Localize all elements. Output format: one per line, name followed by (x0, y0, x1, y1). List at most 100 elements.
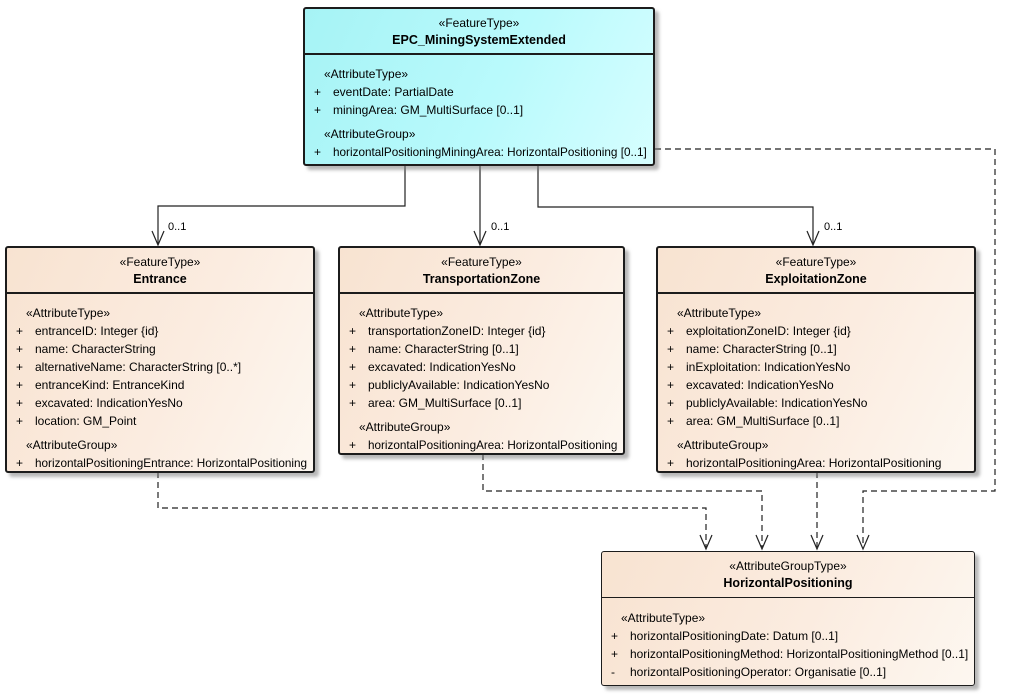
attribute-row: + horizontalPositioningMiningArea: Horiz… (305, 143, 650, 161)
class-name: TransportationZone (422, 272, 541, 286)
class-stereotype: «FeatureType» (775, 255, 857, 269)
class-box-entrance[interactable]: «FeatureType» Entrance «AttributeType» +… (5, 246, 315, 473)
arrowhead-transportationzone (473, 230, 487, 247)
attribute-row: + name: CharacterString (7, 340, 310, 358)
attribute-text: horizontalPositioningOperator: Organisat… (630, 665, 887, 679)
attribute-row: + miningArea: GM_MultiSurface [0..1] (305, 101, 650, 119)
section-label: «AttributeType» (324, 67, 409, 81)
attribute-text: location: GM_Point (35, 414, 137, 428)
multiplicity-label-exploitationzone: 0..1 (824, 221, 843, 233)
attribute-text: inExploitation: IndicationYesNo (686, 360, 851, 374)
dependency-from-transportationzone (482, 454, 763, 547)
attribute-row: + entranceKind: EntranceKind (7, 376, 310, 394)
class-box-epc-miningsystemextended[interactable]: «FeatureType» EPC_MiningSystemExtended «… (303, 7, 655, 166)
attribute-text: excavated: IndicationYesNo (35, 396, 183, 410)
attribute-visibility: + (349, 324, 357, 338)
class-box-horizontalpositioning[interactable]: «AttributeGroupType» HorizontalPositioni… (601, 551, 975, 686)
association-to-entrance (157, 166, 406, 244)
class-stereotype: «FeatureType» (438, 16, 520, 30)
attribute-visibility: + (667, 456, 675, 470)
attribute-text: horizontalPositioningMiningArea: Horizon… (333, 145, 647, 159)
attribute-row: + eventDate: PartialDate (305, 83, 650, 101)
multiplicity-label-entrance: 0..1 (168, 221, 187, 233)
attribute-text: name: CharacterString [0..1] (368, 342, 519, 356)
attribute-visibility: + (667, 414, 675, 428)
attribute-row: - horizontalPositioningOperator: Organis… (602, 663, 971, 681)
class-box-transportationzone[interactable]: «FeatureType» TransportationZone «Attrib… (338, 246, 625, 455)
attribute-visibility: + (314, 85, 322, 99)
section-label: «AttributeType» (677, 306, 762, 320)
class-name: HorizontalPositioning (723, 576, 853, 590)
attribute-visibility: + (16, 456, 24, 470)
attribute-visibility: + (611, 629, 619, 643)
attribute-text: horizontalPositioningMethod: HorizontalP… (630, 647, 969, 661)
attribute-row: + horizontalPositioningArea: HorizontalP… (658, 454, 971, 472)
section-label: «AttributeGroup» (26, 438, 118, 452)
attribute-text: alternativeName: CharacterString [0..*] (35, 360, 242, 374)
class-name: ExploitationZone (765, 272, 867, 286)
attribute-text: horizontalPositioningArea: HorizontalPos… (686, 456, 942, 470)
attribute-visibility: + (349, 378, 357, 392)
attribute-visibility: - (611, 665, 615, 679)
section-label: «AttributeType» (26, 306, 111, 320)
attribute-visibility: + (349, 396, 357, 410)
attribute-row: + area: GM_MultiSurface [0..1] (340, 394, 620, 412)
attribute-row: + horizontalPositioningEntrance: Horizon… (7, 454, 310, 472)
attribute-text: miningArea: GM_MultiSurface [0..1] (333, 103, 524, 117)
attribute-text: name: CharacterString [0..1] (686, 342, 837, 356)
attribute-visibility: + (314, 103, 322, 117)
attribute-visibility: + (16, 396, 24, 410)
class-stereotype: «FeatureType» (119, 255, 201, 269)
attribute-visibility: + (16, 342, 24, 356)
attribute-text: horizontalPositioningDate: Datum [0..1] (630, 629, 839, 643)
attribute-row: + entranceID: Integer {id} (7, 322, 310, 340)
attribute-row: + excavated: IndicationYesNo (658, 376, 971, 394)
attribute-visibility: + (611, 647, 619, 661)
attribute-visibility: + (667, 396, 675, 410)
attribute-text: exploitationZoneID: Integer {id} (686, 324, 851, 338)
dependency-from-entrance (157, 472, 707, 547)
attribute-row: + excavated: IndicationYesNo (340, 358, 620, 376)
attribute-text: horizontalPositioningEntrance: Horizonta… (35, 456, 308, 470)
attribute-text: publiclyAvailable: IndicationYesNo (368, 378, 550, 392)
attribute-visibility: + (349, 438, 357, 452)
class-stereotype: «FeatureType» (441, 255, 522, 269)
attribute-row: + inExploitation: IndicationYesNo (658, 358, 971, 376)
class-stereotype: «AttributeGroupType» (729, 559, 847, 573)
attribute-text: excavated: IndicationYesNo (368, 360, 516, 374)
attribute-row: + area: GM_MultiSurface [0..1] (658, 412, 971, 430)
attribute-text: publiclyAvailable: IndicationYesNo (686, 396, 868, 410)
attribute-visibility: + (349, 360, 357, 374)
attribute-visibility: + (16, 324, 24, 338)
attribute-visibility: + (314, 145, 322, 159)
attribute-row: + alternativeName: CharacterString [0..*… (7, 358, 310, 376)
section-label: «AttributeGroup» (677, 438, 769, 452)
section-label: «AttributeGroup» (359, 420, 451, 434)
attribute-text: transportationZoneID: Integer {id} (368, 324, 546, 338)
multiplicity-label-transportationzone: 0..1 (491, 221, 510, 233)
arrowhead-hp-4 (856, 534, 870, 551)
attribute-row: + publiclyAvailable: IndicationYesNo (658, 394, 971, 412)
class-box-exploitationzone[interactable]: «FeatureType» ExploitationZone «Attribut… (656, 246, 976, 473)
attribute-row: + horizontalPositioningArea: HorizontalP… (340, 436, 620, 454)
arrowhead-hp-1 (699, 534, 713, 551)
attribute-text: area: GM_MultiSurface [0..1] (686, 414, 840, 428)
attribute-row: + location: GM_Point (7, 412, 310, 430)
attribute-row: + name: CharacterString [0..1] (340, 340, 620, 358)
arrowhead-hp-2 (755, 534, 769, 551)
arrowhead-hp-3 (810, 534, 824, 551)
attribute-visibility: + (16, 414, 24, 428)
attribute-visibility: + (667, 360, 675, 374)
attribute-text: eventDate: PartialDate (333, 85, 454, 99)
association-to-exploitationzone (537, 166, 814, 244)
section-label: «AttributeType» (359, 306, 444, 320)
attribute-text: name: CharacterString (35, 342, 156, 356)
class-name: EPC_MiningSystemExtended (392, 33, 566, 47)
attribute-visibility: + (16, 378, 24, 392)
attribute-visibility: + (667, 324, 675, 338)
attribute-visibility: + (667, 378, 675, 392)
dependency-from-miningsystem (655, 148, 996, 547)
section-label: «AttributeType» (621, 611, 706, 625)
arrowhead-entrance (151, 230, 165, 247)
